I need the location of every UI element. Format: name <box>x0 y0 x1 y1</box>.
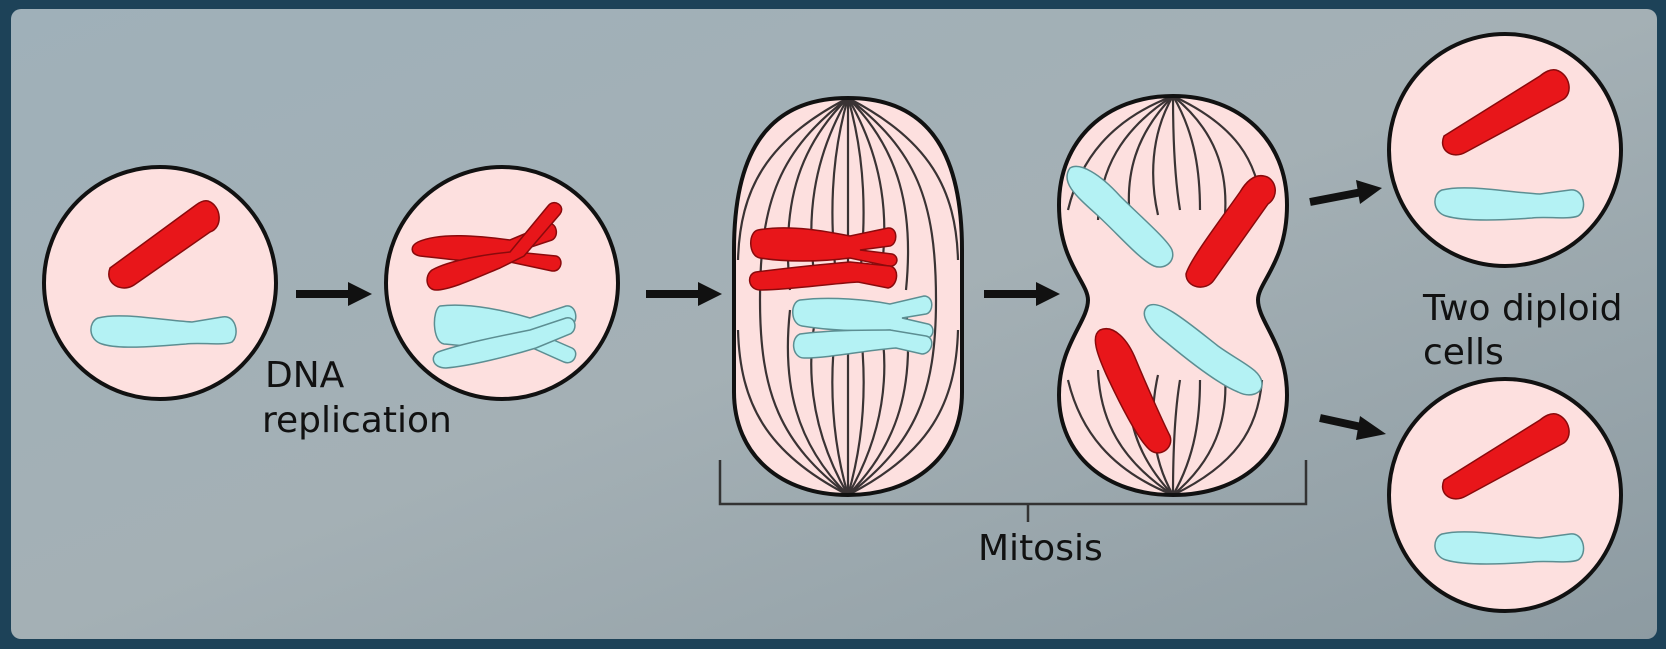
replicated-cell <box>386 167 618 399</box>
cell-membrane <box>1389 34 1621 266</box>
metaphase-cell <box>734 98 962 495</box>
two-diploid-label-line2: cells <box>1423 332 1504 373</box>
cell-membrane <box>44 167 276 399</box>
dna-replication-label-line2: replication <box>262 400 452 441</box>
dna-replication-label-line1: DNA <box>265 355 345 396</box>
daughter-cell-bottom <box>1389 379 1621 611</box>
mitosis-label: Mitosis <box>978 528 1103 569</box>
cell-membrane <box>1389 379 1621 611</box>
daughter-cell-top <box>1389 34 1621 266</box>
cyan-chromosome <box>91 316 236 347</box>
cyan-chromosome <box>1435 188 1584 220</box>
anaphase-cell <box>1059 96 1287 495</box>
two-diploid-label-line1: Two diploid <box>1422 288 1623 329</box>
cell-membrane <box>386 167 618 399</box>
cyan-chromosome <box>1435 532 1584 564</box>
cyan-metaphase-chromosome <box>793 296 933 358</box>
single-cell <box>44 167 276 399</box>
red-metaphase-chromosome <box>750 228 897 290</box>
